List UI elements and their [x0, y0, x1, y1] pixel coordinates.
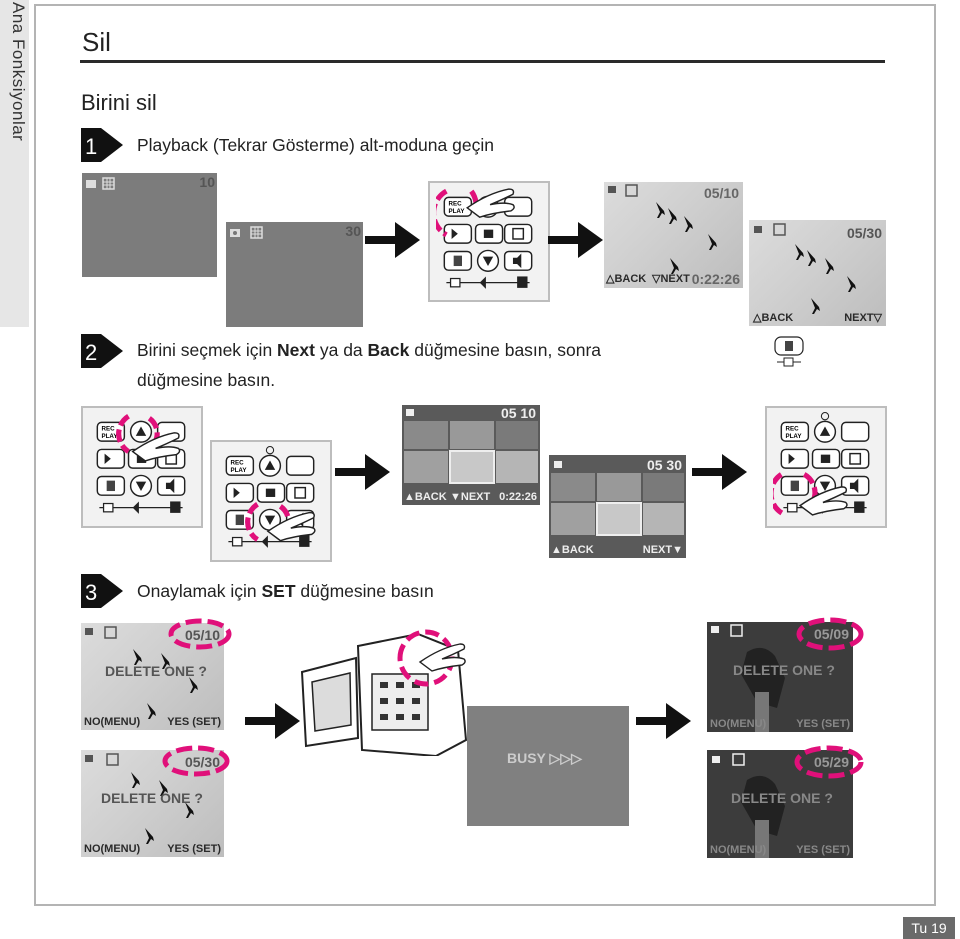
after-delete-photo-screen: 05/29 DELETE ONE ? NO(MENU) YES (SET) — [707, 745, 864, 858]
photo-count: 30 — [345, 223, 361, 239]
after-delete-movie-screen: 05/09 DELETE ONE ? NO(MENU) YES (SET) — [707, 617, 864, 732]
back-label: ▲BACK — [551, 544, 594, 556]
arrow-right-icon — [335, 454, 390, 490]
trash-icon — [774, 336, 804, 367]
next-label: NEXT▽ — [844, 312, 882, 324]
svg-text:PLAY: PLAY — [230, 467, 247, 474]
delete-prompt: DELETE ONE ? — [731, 790, 833, 806]
movie-count: 10 — [199, 174, 215, 190]
delete-counter: 05/30 — [184, 754, 220, 770]
no-menu-label: NO(MENU) — [84, 843, 141, 855]
yes-set-label: YES (SET) — [167, 716, 221, 728]
highlight-ring — [162, 745, 230, 777]
svg-text:REC: REC — [785, 426, 799, 433]
playback-photo-screen: 05/30 △BACK NEXT▽ — [749, 220, 886, 326]
thumbnail-counter: 05 30 — [646, 457, 682, 473]
busy-label: BUSY ▷▷▷ — [507, 750, 582, 766]
delete-prompt: DELETE ONE ? — [733, 662, 835, 678]
back-label: △BACK — [753, 312, 794, 324]
arrow-right-icon — [365, 222, 420, 258]
thumbnail-photo-screen: 05 30 ▲BACK NEXT▼ — [549, 455, 686, 558]
keypad-panel-4: REC PLAY — [765, 406, 887, 528]
birds-image — [608, 184, 717, 274]
highlight-ring — [794, 745, 864, 779]
birds-image — [754, 223, 856, 314]
after-delete-counter: 05/29 — [813, 754, 849, 770]
section-subtitle: Birini sil — [81, 90, 157, 115]
delete-prompt: DELETE ONE ? — [101, 790, 203, 806]
no-menu-label: NO(MENU) — [710, 718, 767, 730]
svg-text:PLAY: PLAY — [785, 433, 802, 440]
yes-set-label: YES (SET) — [167, 843, 221, 855]
yes-set-label: YES (SET) — [796, 844, 850, 856]
playback-counter: 05/10 — [703, 185, 739, 201]
busy-screen: BUSY ▷▷▷ — [467, 706, 629, 826]
section-tab — [0, 0, 29, 327]
title-divider — [80, 60, 885, 63]
arrow-right-icon — [245, 703, 300, 739]
movie-mode-screen: 10 — [82, 173, 217, 277]
next-label: ▼NEXT — [450, 491, 491, 503]
step-2-text: Birini seçmek için Next ya da Back düğme… — [137, 340, 602, 360]
keypad-panel-3: REC PLAY — [210, 440, 332, 562]
after-delete-counter: 05/09 — [813, 626, 849, 642]
button-keypad[interactable]: REC PLAY — [436, 187, 540, 291]
kingfisher-image — [707, 750, 853, 858]
playback-time: 0:22:26 — [499, 491, 537, 503]
step-3-badge: 3 — [81, 574, 123, 608]
button-keypad[interactable]: REC PLAY — [89, 412, 193, 516]
button-keypad[interactable]: REC PLAY — [773, 412, 877, 516]
no-menu-label: NO(MENU) — [710, 844, 767, 856]
delete-counter: 05/10 — [184, 627, 220, 643]
back-label: ▲BACK — [404, 491, 447, 503]
section-tab-label: Ana Fonksiyonlar — [9, 2, 28, 142]
delete-prompt: DELETE ONE ? — [105, 663, 207, 679]
arrow-right-icon — [636, 703, 691, 739]
svg-text:REC: REC — [101, 426, 115, 433]
step-1-badge: 1 — [81, 128, 123, 162]
keypad-panel-1: REC PLAY — [428, 181, 550, 302]
photo-mode-screen: 30 — [226, 222, 363, 327]
playback-time: 0:22:26 — [691, 271, 740, 287]
content-frame — [34, 4, 936, 906]
no-menu-label: NO(MENU) — [84, 716, 141, 728]
arrow-right-icon — [692, 454, 747, 490]
playback-counter: 05/30 — [846, 225, 882, 241]
thumbnail-grid — [404, 409, 538, 484]
svg-text:3: 3 — [85, 580, 97, 605]
thumbnail-movie-screen: 05 10 ▲BACK ▼NEXT 0:22:26 — [402, 405, 540, 505]
arrow-right-icon — [548, 222, 603, 258]
svg-text:2: 2 — [85, 340, 97, 365]
page-number: Tu 19 — [903, 917, 955, 939]
back-label: △BACK — [606, 273, 647, 285]
birds-image — [85, 626, 198, 719]
step-2-badge: 2 — [81, 334, 123, 368]
camera-icon — [230, 226, 263, 239]
delete-movie-screen: 05/10 DELETE ONE ? NO(MENU) YES (SET) — [81, 618, 232, 730]
step-2-text-line2: düğmesine basın. — [137, 370, 276, 390]
svg-text:PLAY: PLAY — [101, 433, 118, 440]
delete-photo-screen: 05/30 DELETE ONE ? NO(MENU) YES (SET) — [81, 745, 230, 857]
page-title: Sil — [82, 27, 111, 57]
keypad-panel-2: REC PLAY — [81, 406, 203, 528]
yes-set-label: YES (SET) — [796, 718, 850, 730]
thumbnail-grid — [551, 461, 684, 536]
birds-image — [85, 753, 194, 844]
highlight-ring — [796, 617, 864, 651]
next-label: ▽NEXT — [652, 273, 690, 285]
next-label: NEXT▼ — [642, 544, 683, 556]
highlight-ring — [168, 618, 232, 650]
movie-icon — [86, 177, 115, 190]
kingfisher-image — [707, 622, 853, 732]
svg-text:1: 1 — [85, 134, 97, 159]
svg-text:REC: REC — [448, 201, 462, 208]
camcorder-image — [300, 629, 468, 756]
step-1-text: Playback (Tekrar Gösterme) alt-moduna ge… — [137, 135, 494, 155]
step-3-text: Onaylamak için SET düğmesine basın — [137, 581, 434, 601]
playback-movie-screen: 05/10 △BACK ▽NEXT 0:22:26 — [604, 182, 743, 288]
svg-text:REC: REC — [230, 460, 244, 467]
thumbnail-counter: 05 10 — [500, 405, 536, 421]
svg-text:PLAY: PLAY — [448, 208, 465, 215]
button-keypad[interactable]: REC PLAY — [218, 446, 322, 550]
